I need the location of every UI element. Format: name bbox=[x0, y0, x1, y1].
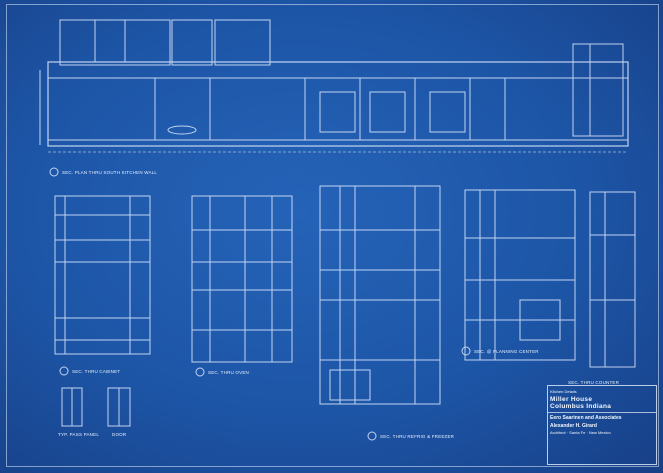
label-top-of-panel: Typ. pass panel bbox=[58, 432, 100, 437]
drawing-title: Kitchen Details bbox=[550, 389, 577, 394]
label-sec-thru-cabinet: Sec. thru cabinet bbox=[72, 369, 121, 374]
architect-subtitle: Architect · Santa Fe · New Mexico bbox=[550, 430, 611, 435]
title-divider bbox=[548, 412, 656, 413]
label-sec-plan-kitchen: Sec. plan thru south kitchen wall bbox=[62, 170, 158, 175]
title-block: Kitchen Details Miller House Columbus In… bbox=[547, 385, 657, 465]
label-sec-thru-counter: Sec. thru counter bbox=[568, 380, 620, 385]
project-name: Miller House bbox=[550, 396, 593, 403]
label-sec-thru-panel: Sec. thru refrig & freezer bbox=[380, 434, 455, 439]
firm-name: Eero Saarinen and Associates bbox=[550, 415, 622, 421]
label-detail-small: Door bbox=[112, 432, 127, 437]
label-sec-planning-center: Sec. @ planning center bbox=[474, 349, 539, 354]
project-location: Columbus Indiana bbox=[550, 403, 612, 410]
architect-name: Alexander H. Girard bbox=[550, 423, 597, 429]
label-sec-thru-oven: Sec. thru oven bbox=[208, 370, 249, 375]
